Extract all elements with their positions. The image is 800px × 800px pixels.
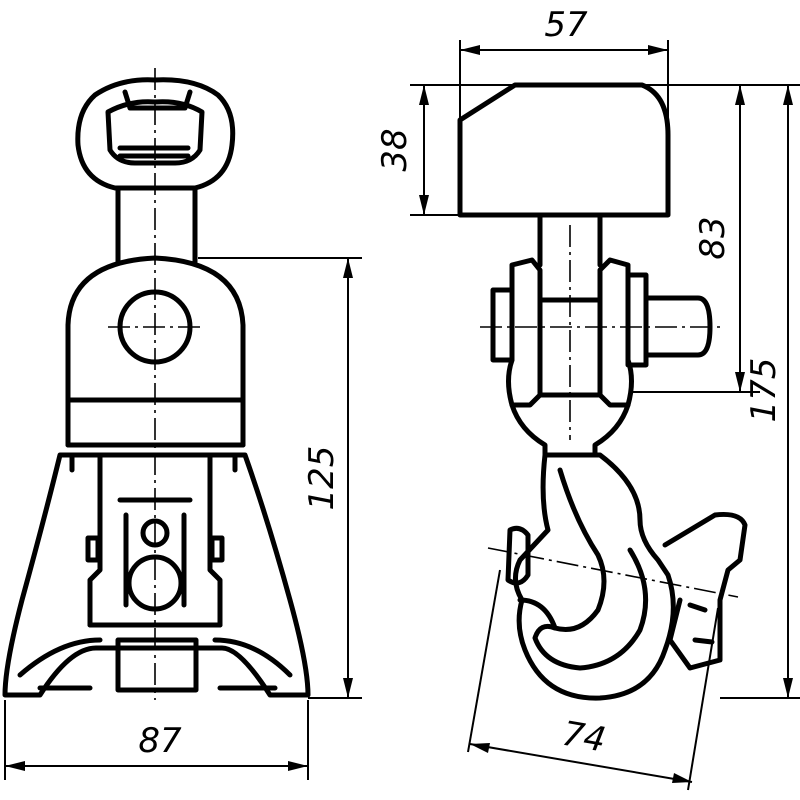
dimension-38-label: 38 xyxy=(375,128,415,171)
dimension-87-label: 87 xyxy=(138,721,182,761)
dimension-125-label: 125 xyxy=(302,446,342,511)
dimension-hook-width: 74 xyxy=(467,569,719,791)
dimension-side-top-height: 38 xyxy=(375,84,515,216)
dimension-side-mid-height: 83 xyxy=(630,84,760,393)
front-view xyxy=(2,68,311,700)
side-clevis xyxy=(490,257,713,458)
side-hook-centerline xyxy=(487,547,739,598)
dimension-83-label: 83 xyxy=(693,216,733,259)
side-stem xyxy=(537,212,603,268)
dimension-front-height: 125 xyxy=(198,257,362,699)
front-lower-body xyxy=(2,452,311,698)
side-view xyxy=(457,82,748,701)
dimension-175-label: 175 xyxy=(744,358,784,423)
side-top-block xyxy=(457,82,671,218)
dimension-side-total-height: 175 xyxy=(720,84,800,699)
side-hook xyxy=(505,452,748,701)
dimension-74-label: 74 xyxy=(559,714,609,761)
dimension-side-top-width: 57 xyxy=(459,5,669,118)
dimension-front-width: 87 xyxy=(4,700,309,780)
dimension-57-label: 57 xyxy=(544,5,588,45)
front-neck xyxy=(115,185,198,265)
